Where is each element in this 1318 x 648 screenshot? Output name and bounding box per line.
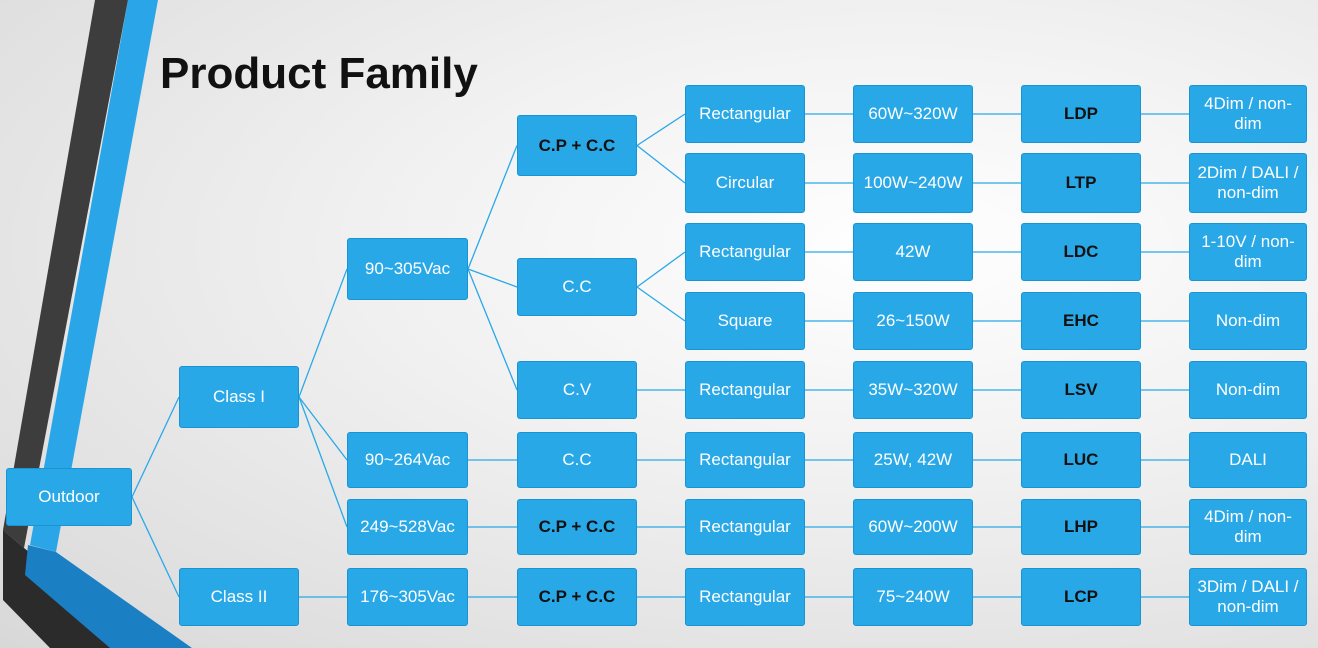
connector-outdoor-to-class-i	[131, 396, 180, 498]
node-dimming-6: DALI	[1189, 432, 1307, 488]
node-power-1: 60W~320W	[853, 85, 973, 143]
node-voltage-249-528: 249~528Vac	[347, 499, 468, 555]
node-voltage-176-305: 176~305Vac	[347, 568, 468, 626]
node-series-ltp: LTP	[1021, 153, 1141, 213]
node-power-7: 60W~200W	[853, 499, 973, 555]
node-series-lhp: LHP	[1021, 499, 1141, 555]
node-shape-8: Rectangular	[685, 568, 805, 626]
connector-class-i-to-voltage-90-264	[298, 396, 348, 461]
connector-mode-cpcc-1-to-shape-1	[636, 113, 686, 147]
node-power-8: 75~240W	[853, 568, 973, 626]
node-dimming-5: Non-dim	[1189, 361, 1307, 419]
node-series-lsv: LSV	[1021, 361, 1141, 419]
node-mode-cpcc-3: C.P + C.C	[517, 568, 637, 626]
connector-mode-cc-1-to-shape-3	[636, 251, 686, 288]
node-dimming-1: 4Dim / non-dim	[1189, 85, 1307, 143]
node-mode-cc-2: C.C	[517, 432, 637, 488]
node-dimming-4: Non-dim	[1189, 292, 1307, 350]
node-dimming-2: 2Dim / DALI / non-dim	[1189, 153, 1307, 213]
node-shape-3: Rectangular	[685, 223, 805, 281]
node-outdoor: Outdoor	[6, 468, 132, 526]
connector-mode-cpcc-1-to-shape-2	[636, 144, 686, 184]
node-dimming-8: 3Dim / DALI / non-dim	[1189, 568, 1307, 626]
node-series-luc: LUC	[1021, 432, 1141, 488]
connector-voltage-90-305-to-mode-cc-1	[467, 268, 518, 288]
node-dimming-7: 4Dim / non-dim	[1189, 499, 1307, 555]
node-series-ehc: EHC	[1021, 292, 1141, 350]
node-power-4: 26~150W	[853, 292, 973, 350]
connector-class-i-to-voltage-249-528	[298, 396, 348, 528]
dark-base	[3, 530, 150, 648]
blue-base	[25, 545, 192, 648]
node-shape-1: Rectangular	[685, 85, 805, 143]
node-mode-cv-1: C.V	[517, 361, 637, 419]
node-shape-4: Square	[685, 292, 805, 350]
connector-mode-cc-1-to-shape-4	[636, 286, 686, 322]
page-title: Product Family	[160, 49, 478, 98]
node-series-ldc: LDC	[1021, 223, 1141, 281]
node-dimming-3: 1-10V / non-dim	[1189, 223, 1307, 281]
node-class-i: Class I	[179, 366, 299, 428]
connector-voltage-90-305-to-mode-cv-1	[467, 268, 518, 391]
node-power-3: 42W	[853, 223, 973, 281]
blue-stripe	[30, 0, 158, 552]
node-series-lcp: LCP	[1021, 568, 1141, 626]
node-power-2: 100W~240W	[853, 153, 973, 213]
node-power-6: 25W, 42W	[853, 432, 973, 488]
dark-stripe	[3, 0, 128, 548]
node-series-ldp: LDP	[1021, 85, 1141, 143]
node-shape-6: Rectangular	[685, 432, 805, 488]
node-shape-5: Rectangular	[685, 361, 805, 419]
connector-outdoor-to-class-ii	[131, 496, 180, 598]
node-shape-7: Rectangular	[685, 499, 805, 555]
node-voltage-90-305: 90~305Vac	[347, 238, 468, 300]
node-power-5: 35W~320W	[853, 361, 973, 419]
node-class-ii: Class II	[179, 568, 299, 626]
connector-voltage-90-305-to-mode-cpcc-1	[467, 145, 518, 270]
node-mode-cpcc-1: C.P + C.C	[517, 115, 637, 176]
connector-class-i-to-voltage-90-305	[298, 268, 348, 398]
node-mode-cpcc-2: C.P + C.C	[517, 499, 637, 555]
node-mode-cc-1: C.C	[517, 258, 637, 316]
node-shape-2: Circular	[685, 153, 805, 213]
node-voltage-90-264: 90~264Vac	[347, 432, 468, 488]
